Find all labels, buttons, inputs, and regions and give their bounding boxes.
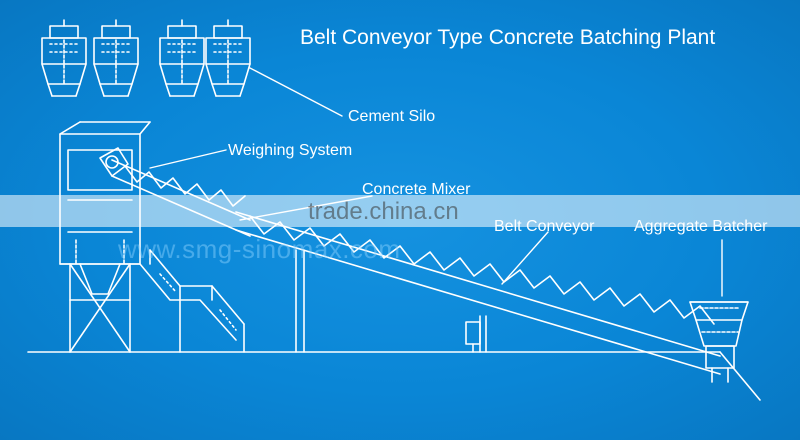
watermark-band-text: trade.china.cn xyxy=(308,198,459,225)
label-aggregate-batcher: Aggregate Batcher xyxy=(634,218,768,235)
weighing-unit xyxy=(99,147,129,177)
ground-slope xyxy=(719,351,761,401)
watermark-site-text: www.smg-sinomax.com xyxy=(118,234,401,264)
watermark-band xyxy=(0,195,800,227)
aggregate-batcher xyxy=(689,301,749,383)
leader-weighing-system xyxy=(149,149,227,169)
cement-silo-2 xyxy=(93,19,139,97)
label-weighing-system: Weighing System xyxy=(228,142,353,159)
operator-cabin xyxy=(465,315,487,353)
cement-silo-3 xyxy=(159,19,205,97)
leader-cement-silo xyxy=(249,67,343,117)
label-concrete-mixer: Concrete Mixer xyxy=(362,181,471,198)
label-cement-silo: Cement Silo xyxy=(348,108,436,125)
stairs xyxy=(139,249,245,353)
cement-silo-4 xyxy=(205,19,251,97)
leader-belt-conveyor xyxy=(501,231,549,285)
belt-conveyor-truss xyxy=(235,211,721,375)
diagram-title: Belt Conveyor Type Concrete Batching Pla… xyxy=(300,26,716,49)
cement-silo-1 xyxy=(41,19,87,97)
cement-silo-group xyxy=(41,19,251,97)
label-belt-conveyor: Belt Conveyor xyxy=(494,218,595,235)
